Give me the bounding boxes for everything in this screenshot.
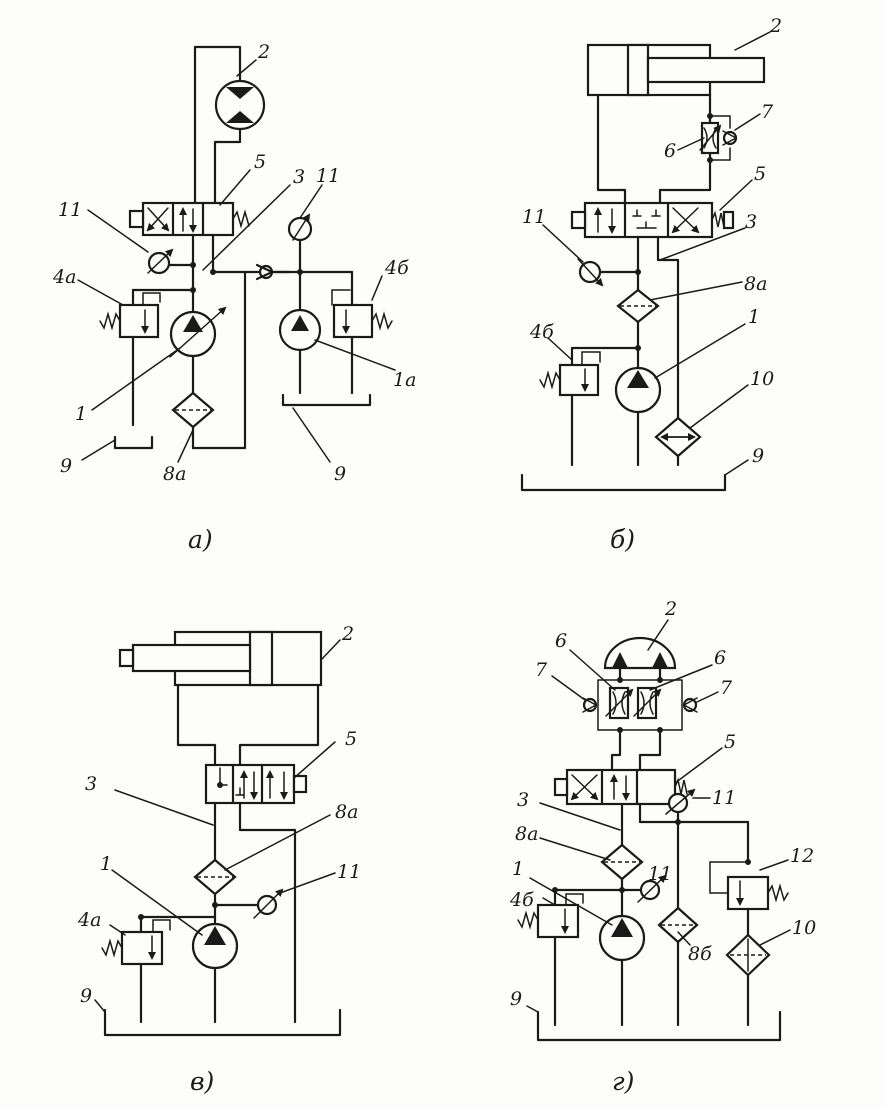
label-g-9: 9: [510, 988, 522, 1010]
label-g-4b: 4б: [509, 889, 534, 911]
label-g-10: 10: [792, 917, 816, 939]
hydraulic-motor-2: [214, 79, 266, 131]
label-b-5: 5: [754, 163, 766, 185]
label-a-1: 1: [75, 403, 87, 425]
relief-valve-4b-g: [517, 887, 584, 1027]
cylinder-2-v: [118, 630, 323, 687]
label-b-2: 2: [769, 15, 782, 37]
filter-8a-v: [193, 858, 237, 932]
tank-9-right: [281, 393, 372, 407]
rotary-actuator-2-g: [603, 636, 677, 670]
tank-9-left: [113, 435, 154, 450]
label-b-4b: 4б: [529, 321, 554, 343]
filter-8a-g: [600, 843, 644, 922]
label-b-9: 9: [752, 445, 764, 467]
filter-8a-b: [616, 288, 660, 372]
label-g-5: 5: [724, 731, 736, 753]
label-b-3: 3: [745, 211, 757, 233]
label-g-1: 1: [512, 858, 524, 880]
check-valve-a: [255, 263, 274, 281]
pressure-gauge-11-left: [147, 248, 174, 275]
filter-8a: [171, 391, 215, 450]
label-g-11-upper: 11: [712, 787, 736, 809]
label-b-6: 6: [664, 140, 676, 162]
directional-valve-5-g: [553, 768, 688, 806]
directional-valve-5-v: [204, 763, 308, 805]
panel-g-circuit: 2 6 6 7 7 5 11 3 8а 11 12 1 4б 8б 10 9 г…: [509, 598, 816, 1096]
label-b-11: 11: [522, 206, 546, 228]
pressure-gauge-11-upper-g: [665, 788, 696, 824]
throttle-check-6-7-g: [582, 666, 698, 733]
label-a-11-right: 11: [316, 165, 340, 187]
label-a-9-right: 9: [334, 463, 346, 485]
label-v-3: 3: [85, 773, 97, 795]
pressure-gauge-11-v: [253, 888, 284, 919]
filter-8b-g: [657, 906, 699, 1027]
panel-a-circuit: 2 5 3 11 11 4а 4б 1 1а 9 9 8а а): [52, 41, 416, 554]
label-v-5: 5: [345, 728, 357, 750]
label-b-10: 10: [750, 368, 774, 390]
caption-b: б): [610, 525, 635, 554]
label-v-9: 9: [80, 985, 92, 1007]
label-b-8a: 8а: [744, 273, 767, 295]
label-a-5: 5: [254, 151, 266, 173]
label-g-8b: 8б: [688, 943, 712, 965]
valve-12-g: [709, 859, 789, 937]
label-a-3: 3: [293, 166, 305, 188]
label-g-2: 2: [664, 598, 677, 620]
label-g-8a: 8а: [515, 823, 538, 845]
label-a-11-left: 11: [58, 199, 82, 221]
label-a-8a: 8а: [163, 463, 186, 485]
relief-valve-4a-v: [101, 915, 171, 1024]
label-a-4a: 4а: [52, 266, 76, 288]
label-v-11: 11: [337, 861, 361, 883]
label-g-3: 3: [517, 789, 529, 811]
label-b-1: 1: [748, 306, 760, 328]
relief-valve-4b: [331, 270, 393, 395]
caption-g: г): [612, 1067, 634, 1096]
throttle-check-6-7-b: [699, 113, 738, 163]
element-10-g: [725, 933, 771, 1027]
label-a-2: 2: [257, 41, 270, 63]
cylinder-2-b: [586, 43, 766, 97]
panel-v-circuit: 2 5 3 8а 1 11 4а 9 в): [77, 623, 361, 1096]
variable-pump-1: [169, 288, 227, 395]
pressure-gauge-11-lower-g: [637, 874, 667, 903]
panel-b-circuit: 2 7 6 5 11 3 8а 1 4б 10 9 б): [520, 15, 782, 554]
label-a-9-left: 9: [60, 455, 72, 477]
label-b-7: 7: [761, 101, 774, 123]
pressure-gauge-11-right: [287, 213, 313, 274]
pump-1a: [278, 270, 322, 395]
tank-9-g: [536, 1010, 782, 1042]
label-v-1: 1: [100, 853, 112, 875]
relief-valve-4b-b: [539, 346, 640, 467]
directional-valve-5: [128, 201, 250, 237]
label-g-11-lower: 11: [648, 863, 672, 885]
label-g-7-left: 7: [535, 659, 548, 681]
directional-valve-5-b: [570, 201, 735, 239]
label-g-12: 12: [790, 845, 814, 867]
label-v-4a: 4а: [77, 909, 101, 931]
label-g-6-left: 6: [555, 630, 567, 652]
label-a-4b: 4б: [384, 257, 409, 279]
caption-v: в): [190, 1067, 214, 1096]
tank-9-v: [103, 1008, 342, 1037]
label-v-8a: 8а: [335, 801, 358, 823]
label-g-6-right: 6: [714, 647, 726, 669]
cooler-10-b: [654, 416, 702, 467]
label-a-1a: 1а: [393, 369, 416, 391]
pump-1-b: [614, 366, 662, 467]
pump-1-v: [191, 922, 239, 1024]
tank-9-b: [520, 473, 727, 492]
label-g-7-right: 7: [720, 677, 733, 699]
caption-a: а): [188, 525, 213, 554]
pressure-gauge-11-b: [577, 258, 604, 287]
pump-1-g: [598, 914, 646, 1027]
label-v-2: 2: [341, 623, 354, 645]
